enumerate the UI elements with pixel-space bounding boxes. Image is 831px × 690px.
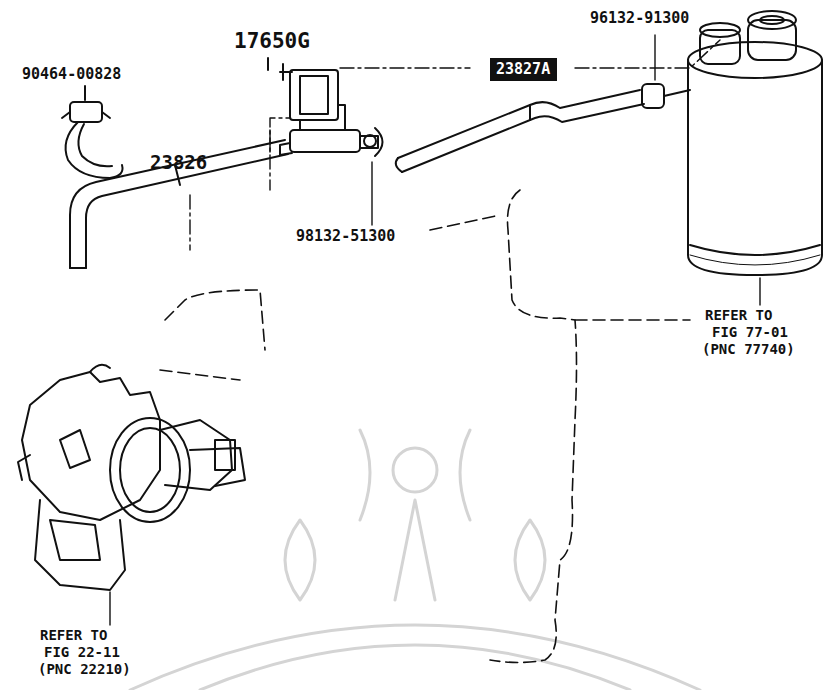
- reference-note: REFER TO: [705, 308, 772, 323]
- reference-note: (PNC 77740): [702, 342, 795, 357]
- part-number: 17650G: [234, 30, 310, 53]
- hose: [396, 90, 644, 172]
- part-number: 23826: [150, 152, 207, 173]
- watermark: [130, 430, 700, 690]
- reference-line: [190, 40, 720, 250]
- throttle-body: [18, 365, 245, 625]
- reference-note: FIG 77-01: [712, 325, 788, 340]
- highlighted-part-number: 23827A: [490, 58, 557, 81]
- reference-note: FIG 22-11: [44, 645, 120, 660]
- part-number: 96132-91300: [590, 10, 689, 27]
- reference-note: (PNC 22210): [38, 662, 131, 677]
- leader-line: [371, 162, 372, 225]
- part-number: 90464-00828: [22, 66, 121, 83]
- part-number: 98132-51300: [296, 228, 395, 245]
- part-number: 23827A: [496, 61, 551, 78]
- reference-note: REFER TO: [40, 628, 107, 643]
- hose-clamp: [642, 35, 690, 108]
- vacuum-switching-valve: [268, 58, 383, 156]
- hose-clamp: [62, 86, 123, 178]
- charcoal-canister: [688, 11, 822, 305]
- plenum-outline: [160, 190, 690, 663]
- hose: [70, 140, 288, 268]
